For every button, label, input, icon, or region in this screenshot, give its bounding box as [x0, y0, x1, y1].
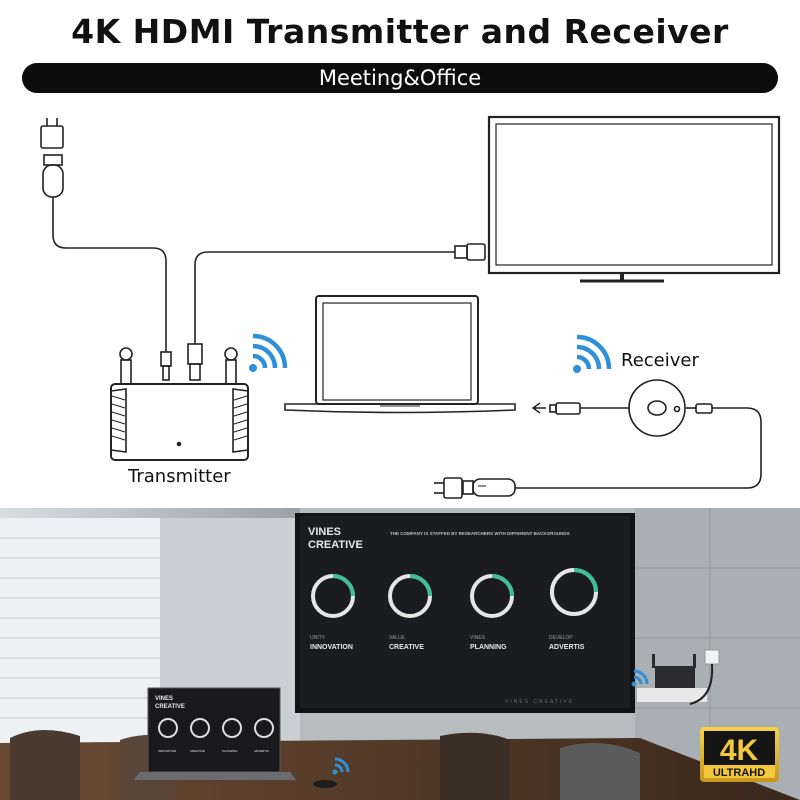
page-title: 4K HDMI Transmitter and Receiver	[71, 12, 729, 51]
transmitter-on-shelf	[637, 649, 720, 705]
laptop-brand-line1: VINES	[155, 696, 173, 702]
subtitle-banner: Meeting&Office	[22, 63, 778, 93]
transmitter-device	[110, 343, 249, 461]
power-adapter-receiver-icon	[434, 477, 463, 499]
laptop-photo	[134, 687, 296, 780]
receiver-device	[628, 379, 686, 437]
tv-headline: THE COMPANY IS STAFFED BY RESEARCHERS WI…	[390, 531, 570, 536]
tv-feature-4-big: ADVERTIS	[549, 644, 585, 651]
badge-ultrahd-text: ULTRAHD	[713, 767, 765, 779]
tv-feature-2-small: VALUE	[389, 635, 406, 641]
receiver-power-cable	[515, 407, 762, 489]
tv-feature-1-small: UNITY	[310, 635, 326, 641]
wifi-icon-transmitter	[249, 333, 288, 372]
tv-feature-4-small: DEVELOP	[549, 635, 573, 641]
tv-feature-2: VALUE CREATIVE	[388, 574, 432, 651]
tv-feature-4: DEVELOP ADVERTIS	[549, 568, 598, 651]
laptop-feature-3: PLANNING	[222, 749, 238, 753]
micro-usb-plug	[686, 403, 713, 414]
laptop-feature-1: INNOVATION	[158, 749, 176, 753]
tv-brand-line2: CREATIVE	[308, 539, 363, 551]
hdmi-cable-to-tv	[194, 251, 455, 344]
receiver-on-table	[313, 780, 337, 788]
monitor-icon	[487, 115, 781, 283]
subtitle-text: Meeting&Office	[318, 66, 482, 90]
tv-feature-3-big: PLANNING	[470, 644, 507, 651]
laptop-icon	[284, 295, 516, 414]
hdmi-plug-tv-end	[454, 243, 486, 261]
receiver-label: Receiver	[621, 350, 699, 371]
usb-plug-receiver	[462, 478, 516, 497]
usb-cable	[52, 197, 167, 352]
tv-brand-line1: VINES	[308, 526, 341, 538]
wifi-icon-photo-shelf	[631, 669, 649, 687]
tv-feature-1-big: INNOVATION	[310, 644, 353, 651]
wifi-icon-receiver	[573, 334, 612, 373]
tv-feature-3: VINES PLANNING	[470, 574, 514, 651]
laptop-brand-line2: CREATIVE	[155, 704, 185, 710]
tv-feature-1: UNITY INNOVATION	[310, 574, 355, 651]
hdmi-plug-receiver	[549, 402, 581, 415]
tv-feature-2-big: CREATIVE	[389, 644, 424, 651]
connection-diagram	[40, 115, 781, 499]
tv-feature-3-small: VINES	[470, 635, 486, 641]
arrow-left-icon	[531, 402, 546, 414]
wifi-icon-photo-table	[332, 757, 350, 775]
tv-footer: VINES CREATIVE	[505, 699, 574, 705]
usb-plug-icon	[42, 154, 64, 198]
4k-ultrahd-badge	[700, 727, 779, 782]
meeting-room-photo: VINES CREATIVE THE COMPANY IS STAFFED BY…	[0, 508, 800, 800]
laptop-feature-4: ADVERTIS	[254, 749, 269, 753]
power-adapter-icon	[40, 118, 64, 149]
transmitter-label: Transmitter	[128, 466, 231, 487]
badge-4k-text: 4K	[720, 734, 759, 767]
laptop-feature-2: CREATIVE	[190, 749, 205, 753]
